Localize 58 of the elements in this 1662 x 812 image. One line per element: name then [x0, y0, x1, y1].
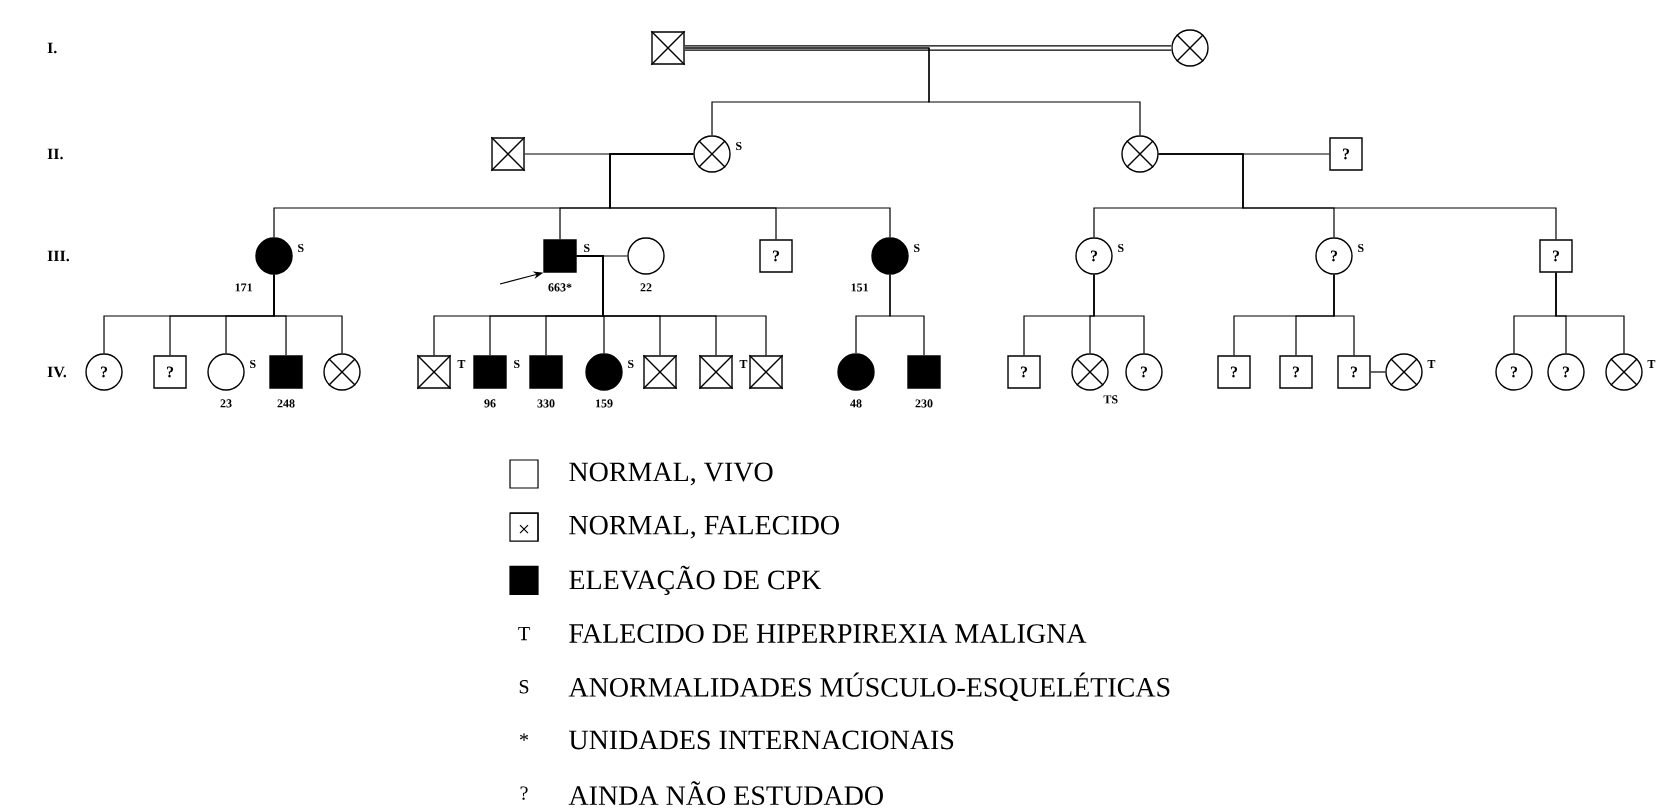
- descent-line: [1093, 274, 1145, 354]
- pedigree-square: ?: [153, 355, 187, 389]
- legend-text: NORMAL, VIVO: [569, 462, 773, 486]
- pedigree-square: [907, 355, 941, 389]
- pedigree-square: [543, 239, 577, 273]
- pedigree-square: [473, 355, 507, 389]
- pedigree-circle: [837, 353, 875, 391]
- legend-text: ELEVAÇÃO DE CPK: [569, 565, 822, 596]
- legend-text: AINDA NÃO ESTUDADO: [568, 781, 883, 806]
- pedigree-square: [529, 355, 563, 389]
- pedigree-square: ?: [1217, 355, 1251, 389]
- pedigree-circle: [1121, 135, 1159, 173]
- descent-line: [609, 153, 891, 238]
- descent-line: [684, 47, 1141, 136]
- legend-text: ANORMALIDADES MÚSCULO-ESQUELÉTICAS: [568, 672, 1170, 702]
- descent-line: [1555, 272, 1625, 354]
- descent-line: [889, 274, 925, 356]
- marriage-line: [684, 45, 1172, 51]
- pedigree-square: [490, 136, 526, 172]
- legend-symbol: T: [518, 627, 530, 641]
- legend-symbol: *: [520, 733, 529, 741]
- generation-label: II.: [47, 148, 63, 160]
- pedigree-square: [650, 30, 686, 66]
- pedigree-circle: [207, 353, 245, 391]
- generation-label: III.: [47, 250, 70, 262]
- descent-line: [576, 255, 767, 356]
- legend-text: FALECIDO DE HIPERPIREXIA MALIGNA: [569, 624, 1087, 643]
- pedigree-circle: [255, 237, 293, 275]
- pedigree-square: ?: [1337, 355, 1371, 389]
- pedigree-square: ?: [1279, 355, 1313, 389]
- pedigree-square: [416, 354, 452, 390]
- pedigree-circle: [1171, 29, 1209, 67]
- legend-symbol: ?: [520, 786, 528, 800]
- pedigree-circle: [323, 353, 361, 391]
- pedigree-square: [269, 355, 303, 389]
- pedigree-square: ?: [759, 239, 793, 273]
- pedigree-circle: [627, 237, 665, 275]
- pedigree-circle: [693, 135, 731, 173]
- pedigree-circle: [871, 237, 909, 275]
- pedigree-square: [642, 354, 678, 390]
- pedigree-circle: [585, 353, 623, 391]
- pedigree-square: [698, 354, 734, 390]
- pedigree-circle: [1071, 353, 1109, 391]
- marriage-line: [1370, 371, 1386, 373]
- legend-symbol: S: [519, 680, 529, 694]
- pedigree-square: ?: [1539, 239, 1573, 273]
- pedigree-square: ?: [1329, 137, 1363, 171]
- descent-line: [1333, 274, 1355, 356]
- pedigree-square: ?: [1007, 355, 1041, 389]
- legend-text: UNIDADES INTERNACIONAIS: [569, 730, 954, 750]
- pedigree-circle: [1385, 353, 1423, 391]
- generation-label: I.: [47, 42, 57, 54]
- generation-label: IV.: [47, 366, 67, 378]
- descent-line: [273, 274, 343, 354]
- pedigree-circle: [1605, 353, 1643, 391]
- descent-line: [1158, 153, 1557, 240]
- pedigree-square: [748, 354, 784, 390]
- legend-text: NORMAL, FALECIDO: [569, 515, 839, 539]
